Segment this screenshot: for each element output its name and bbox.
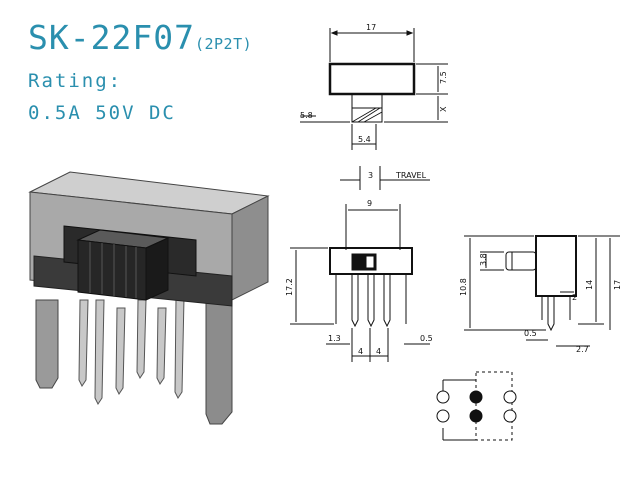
side-b: 10.8: [459, 278, 468, 296]
pin-5: [174, 297, 185, 399]
switch-photo: [28, 171, 270, 425]
travel-value: 3: [368, 171, 373, 180]
side-g: 2.7: [576, 345, 589, 354]
rating-label: Rating:: [28, 70, 123, 92]
dim-height: 7.5: [439, 71, 448, 84]
front-offset: 0.5: [420, 334, 433, 343]
pin-circle-4: [436, 409, 450, 423]
config-label: (2P2T): [194, 35, 253, 53]
pin-circle-1: [436, 390, 450, 404]
pin-2: [115, 307, 126, 395]
pin-4: [156, 307, 167, 385]
pin-circle-5: [469, 409, 483, 423]
front-view-drawing: [290, 204, 430, 362]
actuator-knob: [76, 229, 170, 301]
pin-1: [94, 299, 105, 405]
front-pitch-a: 4: [358, 347, 363, 356]
pin-6: [78, 299, 89, 387]
model-name: SK-22F07: [28, 18, 195, 57]
top-view-drawing: [300, 28, 448, 150]
side-a: 3.8: [479, 253, 488, 266]
dim-left: 5.8: [300, 111, 313, 120]
side-c: 14: [585, 280, 594, 290]
side-view-drawing: [464, 235, 620, 347]
rating-value: 0.5A 50V DC: [28, 102, 176, 124]
pin-layout-schematic: [436, 371, 517, 441]
side-d: 17: [613, 280, 622, 290]
side-e: 2: [572, 293, 577, 302]
front-pitch-b: 4: [376, 347, 381, 356]
dim-pitch: 5.4: [358, 135, 371, 144]
front-actuator: 9: [367, 199, 372, 208]
dim-x: X: [439, 106, 448, 112]
pin-3: [136, 299, 147, 379]
travel-drawing: [340, 166, 430, 190]
product-title: SK-22F07(2P2T): [28, 18, 252, 57]
side-f: 0.5: [524, 329, 537, 338]
front-left: 1.3: [328, 334, 341, 343]
housing-side: [231, 195, 269, 301]
travel-label: TRAVEL: [395, 171, 427, 180]
dim-width: 17: [366, 23, 376, 32]
pin-circle-6: [503, 409, 517, 423]
front-height: 17.2: [285, 278, 294, 296]
mount-leg-left: [35, 299, 59, 389]
pin-circle-3: [503, 390, 517, 404]
pin-circle-2: [469, 390, 483, 404]
mount-leg-right: [205, 295, 233, 425]
